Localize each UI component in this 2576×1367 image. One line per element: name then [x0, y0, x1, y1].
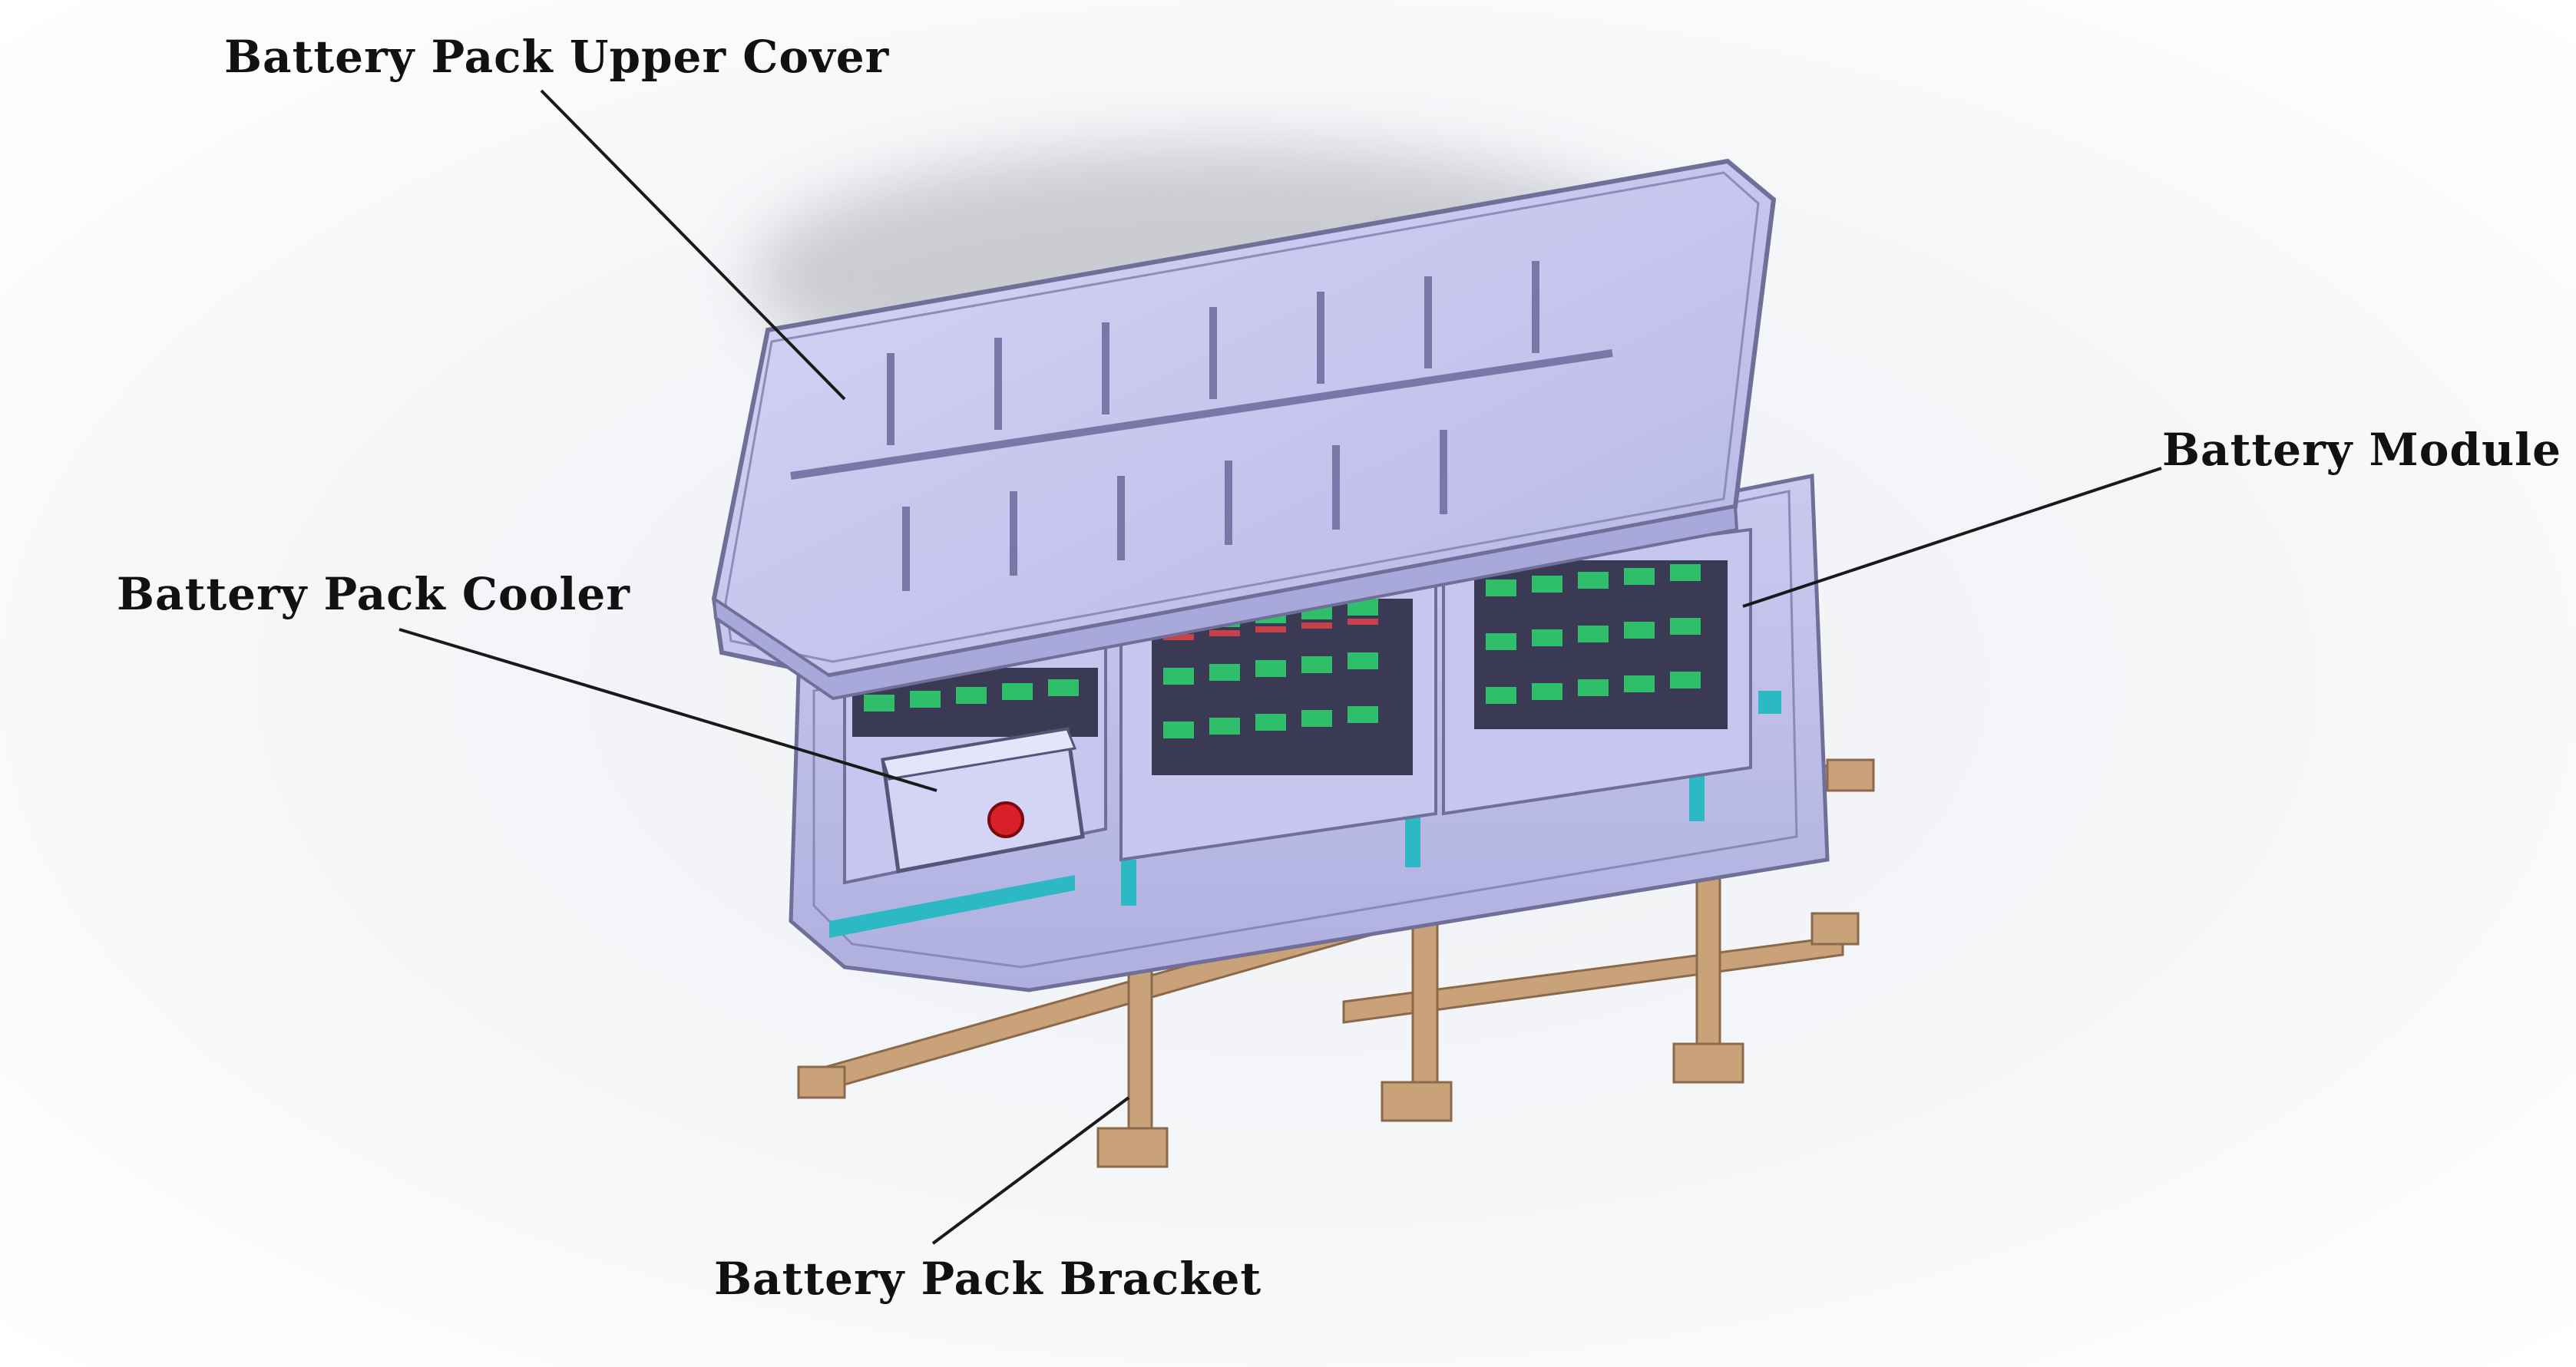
cooler-knob	[987, 801, 1024, 838]
label-battery-module: Battery Module	[2162, 424, 2562, 476]
leader-lines	[398, 89, 2162, 1245]
leader-bracket	[931, 1096, 1130, 1245]
battery-module-right	[1442, 527, 1752, 816]
label-battery-pack-cooler: Battery Pack Cooler	[117, 568, 630, 620]
battery-pack-upper-cover	[711, 158, 1777, 701]
label-battery-pack-bracket: Battery Pack Bracket	[714, 1253, 1262, 1305]
label-battery-pack-upper-cover: Battery Pack Upper Cover	[224, 31, 890, 83]
leader-battery-module	[1742, 467, 2162, 608]
leader-cooler	[398, 628, 937, 792]
battery-pack-cooler	[881, 727, 1085, 873]
leader-upper-cover	[540, 89, 846, 401]
